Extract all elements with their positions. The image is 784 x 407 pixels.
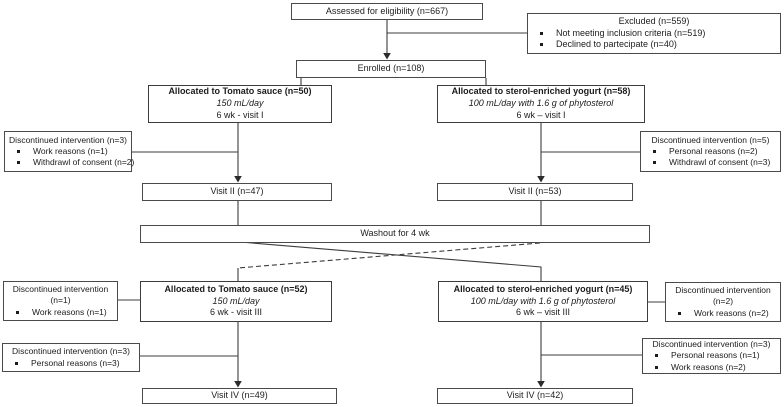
alloc-yogurt-2-dose: 100 mL/day with 1.6 g of phytosterol bbox=[470, 295, 616, 306]
discontinued-right-2-box: Discontinued intervention (n=2) Work rea… bbox=[665, 282, 781, 322]
discontinued-right-2-list: Work reasons (n=2) bbox=[668, 308, 778, 319]
discontinued-right-2-n: (n=2) bbox=[712, 296, 734, 307]
discontinued-item: Work reasons (n=1) bbox=[28, 307, 115, 318]
washout-box: Washout for 4 wk bbox=[140, 225, 650, 243]
discontinued-left-3-box: Discontinued intervention (n=3) Personal… bbox=[2, 343, 140, 372]
visit2-right-label: Visit II (n=53) bbox=[508, 186, 562, 197]
discontinued-item: Personal reasons (n=2) bbox=[665, 146, 778, 157]
visit4-left-label: Visit IV (n=49) bbox=[211, 390, 268, 401]
alloc-yogurt-2-title: Allocated to sterol-enriched yogurt (n=4… bbox=[453, 283, 633, 294]
enrolled-label: Enrolled (n=108) bbox=[357, 63, 425, 74]
alloc-yogurt-1-dose: 100 mL/day with 1.6 g of phytosterol bbox=[468, 98, 614, 109]
assessed-box: Assessed for eligibility (n=667) bbox=[291, 3, 483, 20]
arrow-enrolled bbox=[383, 53, 391, 60]
alloc-yogurt-1-title: Allocated to sterol-enriched yogurt (n=5… bbox=[451, 86, 631, 97]
excluded-box: Excluded (n=559) Not meeting inclusion c… bbox=[527, 13, 781, 54]
visit2-left-box: Visit II (n=47) bbox=[142, 183, 332, 201]
discontinued-left-3-title: Discontinued intervention (n=3) bbox=[12, 346, 130, 357]
alloc-yogurt-1-box: Allocated to sterol-enriched yogurt (n=5… bbox=[437, 85, 645, 123]
alloc-yogurt-1-duration: 6 wk – visit I bbox=[516, 109, 566, 120]
alloc-tomato-2-title: Allocated to Tomato sauce (n=52) bbox=[164, 283, 308, 294]
discontinued-right-1-box: Discontinued intervention (n=5) Personal… bbox=[640, 131, 781, 172]
visit2-right-box: Visit II (n=53) bbox=[437, 183, 633, 201]
enrolled-box: Enrolled (n=108) bbox=[296, 60, 486, 78]
discontinued-left-1-box: Discontinued intervention (n=3) Work rea… bbox=[4, 131, 134, 172]
visit4-right-label: Visit IV (n=42) bbox=[506, 390, 564, 401]
discontinued-left-2-title: Discontinued intervention bbox=[12, 284, 109, 295]
discontinued-item: Personal reasons (n=1) bbox=[667, 350, 778, 361]
alloc-yogurt-2-box: Allocated to sterol-enriched yogurt (n=4… bbox=[438, 281, 648, 322]
visit2-left-label: Visit II (n=47) bbox=[210, 186, 264, 197]
alloc-tomato-1-duration: 6 wk - visit I bbox=[216, 109, 264, 120]
arrow-visit4-left bbox=[234, 381, 242, 388]
arrow-visit2-left bbox=[234, 176, 242, 183]
discontinued-left-2-list: Work reasons (n=1) bbox=[6, 307, 115, 318]
discontinued-left-2-box: Discontinued intervention (n=1) Work rea… bbox=[3, 281, 118, 321]
discontinued-item: Withdrawl of consent (n=2) bbox=[29, 157, 134, 168]
visit4-right-box: Visit IV (n=42) bbox=[437, 388, 633, 404]
alloc-yogurt-2-duration: 6 wk – visit III bbox=[515, 307, 570, 318]
discontinued-right-2-title: Discontinued intervention bbox=[675, 285, 771, 296]
excluded-item: Not meeting inclusion criteria (n=519) bbox=[552, 28, 778, 40]
discontinued-item: Personal reasons (n=3) bbox=[27, 358, 137, 369]
alloc-tomato-1-box: Allocated to Tomato sauce (n=50) 150 mL/… bbox=[148, 85, 332, 123]
discontinued-item: Work reasons (n=2) bbox=[690, 308, 778, 319]
arrow-visit4-right bbox=[537, 381, 545, 388]
assessed-label: Assessed for eligibility (n=667) bbox=[325, 5, 449, 16]
discontinued-left-1-list: Work reasons (n=1) Withdrawl of consent … bbox=[7, 146, 134, 168]
discontinued-left-1-title: Discontinued intervention (n=3) bbox=[9, 134, 127, 145]
discontinued-item: Work reasons (n=2) bbox=[667, 362, 778, 373]
excluded-item: Declined to partecipate (n=40) bbox=[552, 39, 778, 51]
discontinued-right-3-list: Personal reasons (n=1) Work reasons (n=2… bbox=[645, 350, 778, 372]
alloc-tomato-2-duration: 6 wk - visit III bbox=[209, 307, 262, 318]
excluded-title: Excluded (n=559) bbox=[618, 15, 690, 26]
visit4-left-box: Visit IV (n=49) bbox=[142, 388, 337, 404]
alloc-tomato-1-dose: 150 mL/day bbox=[216, 98, 264, 109]
alloc-tomato-2-dose: 150 mL/day bbox=[212, 295, 260, 306]
arrow-visit2-right bbox=[537, 176, 545, 183]
line-cross-dashed bbox=[237, 242, 541, 269]
discontinued-right-1-title: Discontinued intervention (n=5) bbox=[651, 134, 770, 145]
discontinued-right-3-title: Discontinued intervention (n=3) bbox=[652, 339, 771, 350]
discontinued-right-1-list: Personal reasons (n=2) Withdrawl of cons… bbox=[643, 146, 778, 168]
discontinued-item: Work reasons (n=1) bbox=[29, 146, 129, 157]
discontinued-right-3-box: Discontinued intervention (n=3) Personal… bbox=[642, 338, 781, 374]
discontinued-left-2-n: (n=1) bbox=[50, 295, 71, 306]
washout-label: Washout for 4 wk bbox=[360, 228, 430, 239]
line-cross-solid bbox=[239, 241, 542, 281]
excluded-list: Not meeting inclusion criteria (n=519) D… bbox=[530, 28, 778, 51]
discontinued-left-3-list: Personal reasons (n=3) bbox=[5, 358, 137, 369]
alloc-tomato-2-box: Allocated to Tomato sauce (n=52) 150 mL/… bbox=[140, 281, 332, 322]
alloc-tomato-1-title: Allocated to Tomato sauce (n=50) bbox=[168, 86, 312, 97]
discontinued-item: Withdrawl of consent (n=3) bbox=[665, 157, 778, 168]
